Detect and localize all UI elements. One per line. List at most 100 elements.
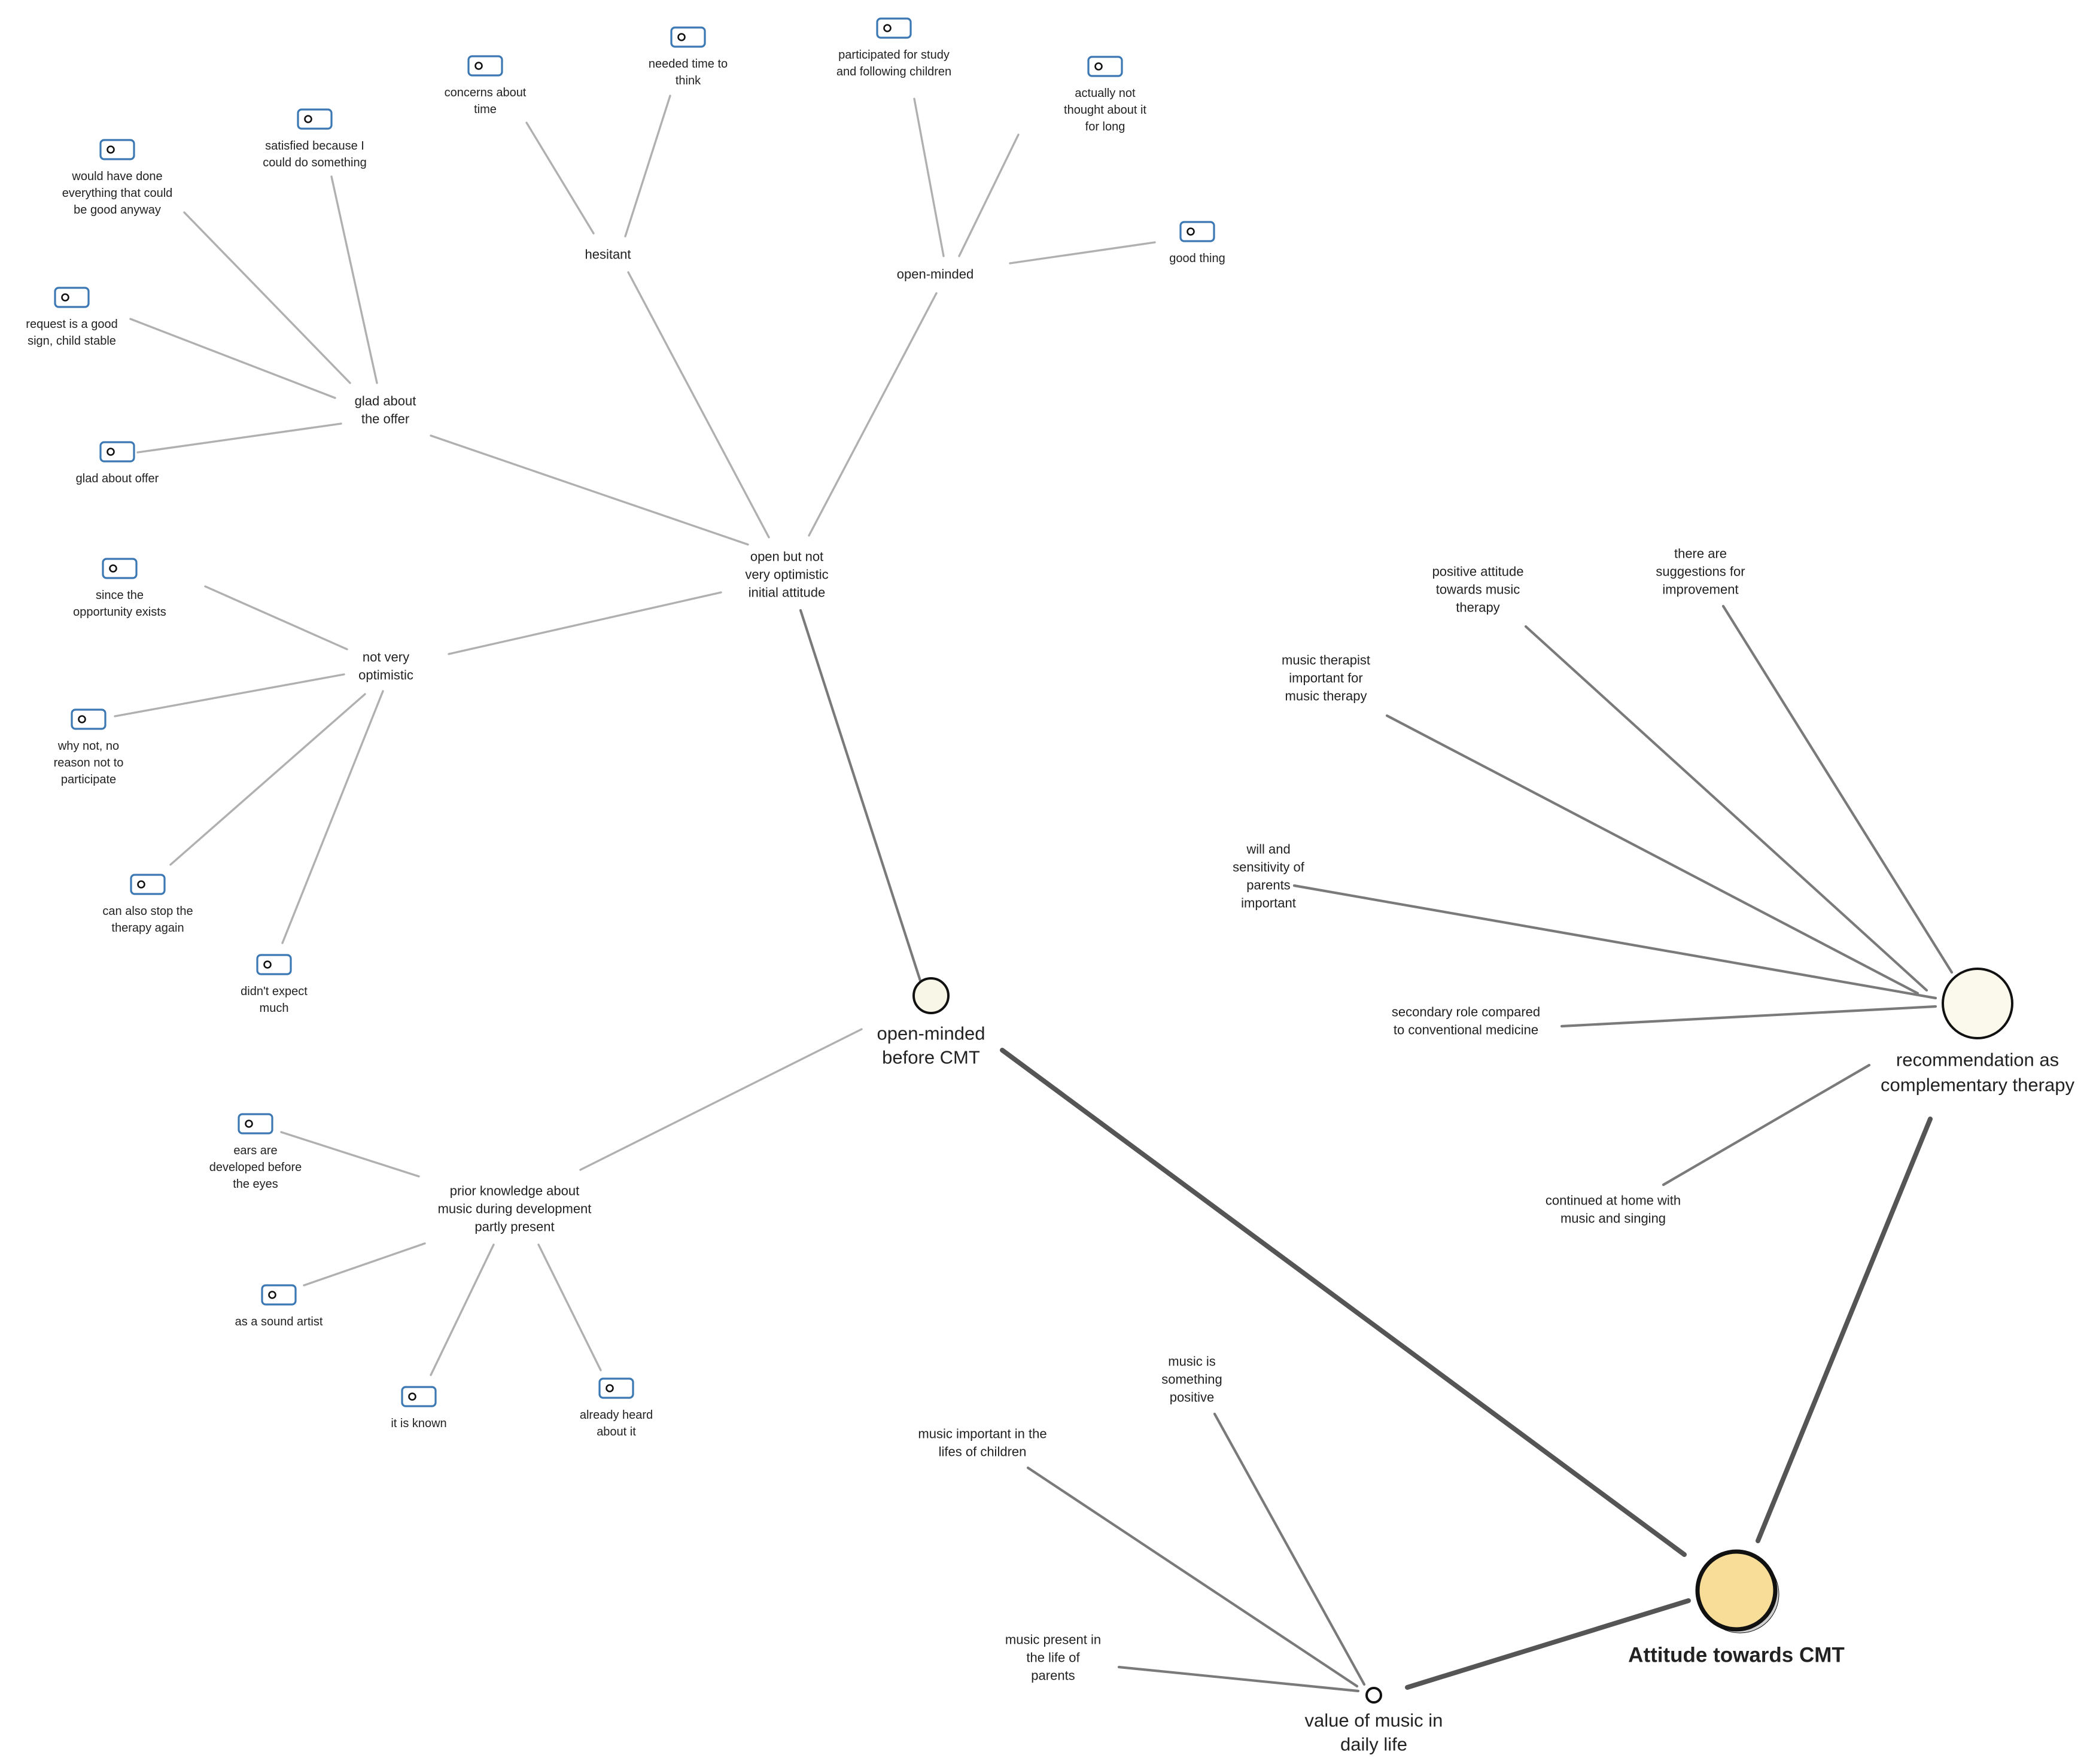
- edge-openm-c_good: [1009, 241, 1156, 264]
- node-label-line: satisfied because I: [265, 139, 364, 153]
- node-label-line: actually not: [1075, 87, 1136, 100]
- node-label-line: sensitivity of: [1233, 860, 1305, 875]
- node-label-line: partly present: [474, 1219, 554, 1234]
- node-c_satisfied[interactable]: satisfied because I could do something: [263, 108, 367, 169]
- edge-initial-glad: [430, 434, 749, 546]
- code-tag-icon: [99, 441, 135, 463]
- code-tag-icon: [99, 139, 135, 160]
- code-tag-icon: [598, 1377, 634, 1399]
- edge-notopt-c_didnt: [281, 690, 384, 944]
- node-label-line: important: [1241, 896, 1296, 911]
- edge-glad-c_satisfied: [330, 175, 378, 384]
- node-label-line: music therapist: [1282, 653, 1370, 668]
- node-notopt[interactable]: not very optimistic: [358, 650, 413, 683]
- node-label-line: can also stop the: [102, 905, 193, 918]
- node-label-line: about it: [597, 1425, 636, 1438]
- node-label-line: parents: [1031, 1668, 1075, 1683]
- node-c_sound[interactable]: as a sound artist: [235, 1284, 323, 1328]
- edge-attitude-value: [1405, 1598, 1691, 1690]
- node-label-line: glad about: [355, 394, 416, 409]
- edge-rec-r_secondary: [1560, 1005, 1937, 1028]
- node-label-line: recommendation as: [1896, 1050, 2059, 1070]
- node-c_ears[interactable]: ears are developed before the eyes: [209, 1113, 302, 1191]
- node-label-line: something: [1161, 1372, 1222, 1387]
- node-label-line: open-minded: [877, 1023, 985, 1044]
- node-openm[interactable]: open-minded: [897, 267, 974, 282]
- node-c_didnt[interactable]: didn't expect much: [241, 954, 308, 1015]
- node-label-line: positive: [1170, 1390, 1215, 1405]
- node-layer: Attitude towards CMT recommendation ascom…: [26, 17, 2074, 1755]
- edge-glad-c_would: [183, 211, 351, 384]
- node-label-line: suggestions for: [1656, 564, 1745, 579]
- node-c_stop[interactable]: can also stop the therapy again: [102, 874, 193, 935]
- node-circle: [912, 977, 950, 1014]
- node-label-line: music and singing: [1560, 1211, 1666, 1226]
- node-label-line: positive attitude: [1432, 564, 1524, 579]
- node-c_gladoffer[interactable]: glad about offer: [76, 441, 159, 485]
- edge-open-initial: [799, 609, 923, 986]
- node-c_heard[interactable]: already heard about it: [580, 1377, 653, 1438]
- edge-initial-hesitant: [627, 271, 770, 539]
- node-label-line: initial attitude: [749, 585, 825, 600]
- node-label-line: very optimistic: [745, 567, 828, 582]
- node-v_children[interactable]: music important in the lifes of children: [918, 1427, 1046, 1459]
- node-attitude[interactable]: Attitude towards CMT: [1628, 1549, 1845, 1667]
- node-c_known[interactable]: it is known: [391, 1386, 447, 1430]
- node-open[interactable]: open-minded before CMT: [877, 977, 985, 1068]
- node-label-line: could do something: [263, 156, 366, 169]
- node-label-line: developed before: [209, 1161, 302, 1174]
- node-label-line: therapy again: [111, 921, 184, 935]
- node-label-line: thought about it: [1064, 104, 1146, 117]
- code-tag-icon: [130, 874, 166, 895]
- code-tag-icon: [876, 17, 912, 39]
- node-c_actually[interactable]: actually not thought about it for long: [1064, 56, 1146, 133]
- node-label-line: hesitant: [585, 247, 631, 262]
- node-label-line: not very: [363, 650, 409, 665]
- node-label-line: didn't expect: [241, 985, 308, 998]
- edge-notopt-c_whynot: [114, 673, 345, 717]
- code-tag-icon: [102, 558, 138, 579]
- node-circle: [1695, 1549, 1778, 1632]
- node-circle: [1942, 968, 2013, 1039]
- code-tag-icon: [467, 55, 503, 77]
- node-label-line: important for: [1289, 671, 1363, 686]
- node-label-line: before CMT: [882, 1047, 980, 1068]
- node-label-line: optimistic: [358, 668, 413, 683]
- node-hesitant[interactable]: hesitant: [585, 247, 631, 262]
- node-label-line: ears are: [233, 1144, 277, 1157]
- node-label-line: participated for study: [838, 48, 950, 62]
- node-label-line: for long: [1085, 120, 1125, 133]
- node-label-line: it is known: [391, 1417, 446, 1430]
- node-label-line: already heard: [580, 1409, 653, 1422]
- edge-rec-r_positive: [1524, 625, 1928, 992]
- node-c_good[interactable]: good thing: [1169, 221, 1225, 265]
- node-label-line: secondary role compared: [1392, 1005, 1540, 1020]
- node-label-line: lifes of children: [939, 1444, 1027, 1459]
- node-label-line: much: [260, 1002, 289, 1015]
- node-label-line: why not, no: [57, 740, 119, 753]
- node-label-line: music important in the: [918, 1427, 1046, 1441]
- node-label-line: the eyes: [233, 1178, 278, 1191]
- edge-openm-c_actually: [958, 133, 1020, 257]
